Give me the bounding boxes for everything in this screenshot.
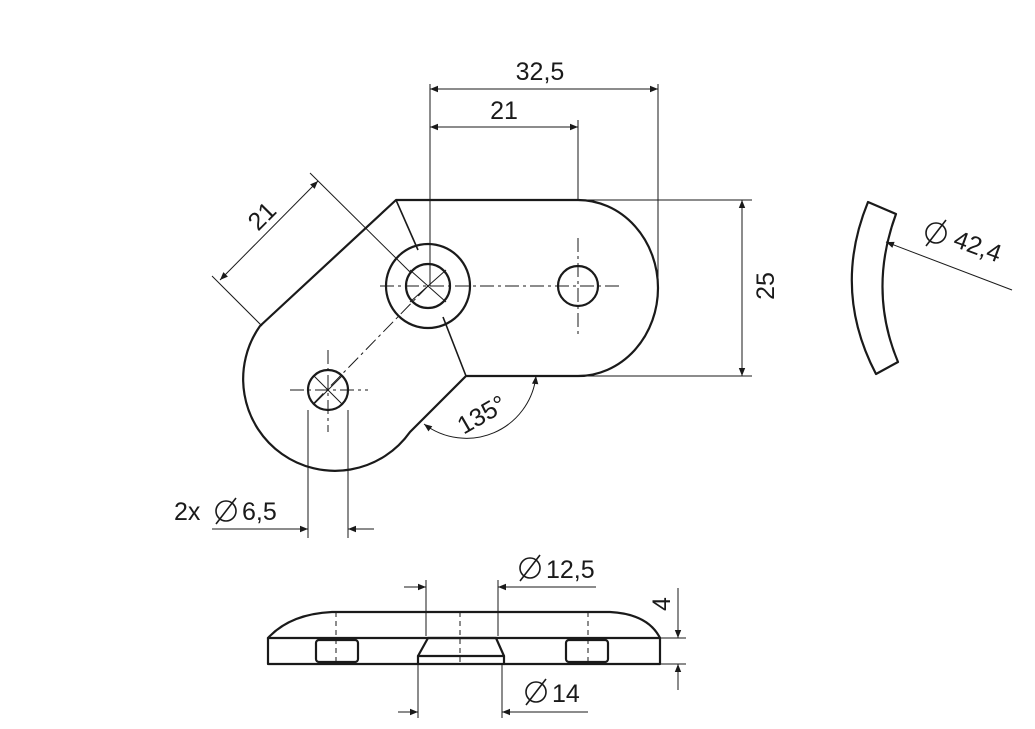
section-view	[266, 610, 662, 666]
section-top-profile	[266, 610, 662, 640]
diameter-icon	[519, 554, 541, 582]
bend-line-upper	[395, 199, 419, 251]
diameter-icon	[525, 678, 547, 706]
dimension-bottom: 14	[398, 664, 588, 718]
dimension-counterbore: 12,5	[404, 554, 596, 636]
dimension-top-spacing: 21	[430, 97, 579, 200]
section-body	[266, 636, 662, 666]
bend-line-lower	[442, 316, 467, 377]
dimension-label-12-5: 12,5	[546, 556, 595, 584]
hole-cross-2	[409, 269, 447, 303]
dimension-label-21-slanted: 21	[243, 197, 282, 236]
section-counterbore	[416, 636, 506, 658]
top-view	[242, 198, 660, 472]
dimension-label-25: 25	[752, 272, 780, 300]
dimension-label-135: 135°	[453, 390, 512, 440]
dimension-label-14: 14	[552, 680, 580, 708]
section-hole-right	[564, 638, 610, 664]
arc-profile-outline	[850, 200, 900, 376]
dimension-angle: 135°	[423, 375, 539, 440]
dimension-label-32-5: 32,5	[516, 58, 565, 86]
dimension-label-4: 4	[648, 597, 676, 611]
dimension-height: 25	[578, 199, 780, 377]
dimension-label-21-top: 21	[490, 97, 518, 125]
diameter-icon	[215, 497, 237, 525]
dimension-prefix-2x: 2x	[174, 498, 201, 526]
dimension-top-overall: 32,5	[429, 58, 659, 286]
dimension-thickness: 4	[648, 588, 686, 690]
diameter-icon	[925, 219, 947, 247]
arc-profile-view: 42,4	[850, 200, 1013, 376]
dimension-label-6-5: 6,5	[242, 498, 277, 526]
dimension-label-42-4: 42,4	[950, 225, 1005, 268]
section-hole-left	[314, 638, 360, 664]
dimension-hole-diameter: 2x 6,5	[174, 410, 374, 538]
dimension-slanted-spacing: 21	[211, 172, 411, 327]
centerline-diagonal	[311, 285, 429, 406]
hole-cross-4	[313, 375, 343, 405]
